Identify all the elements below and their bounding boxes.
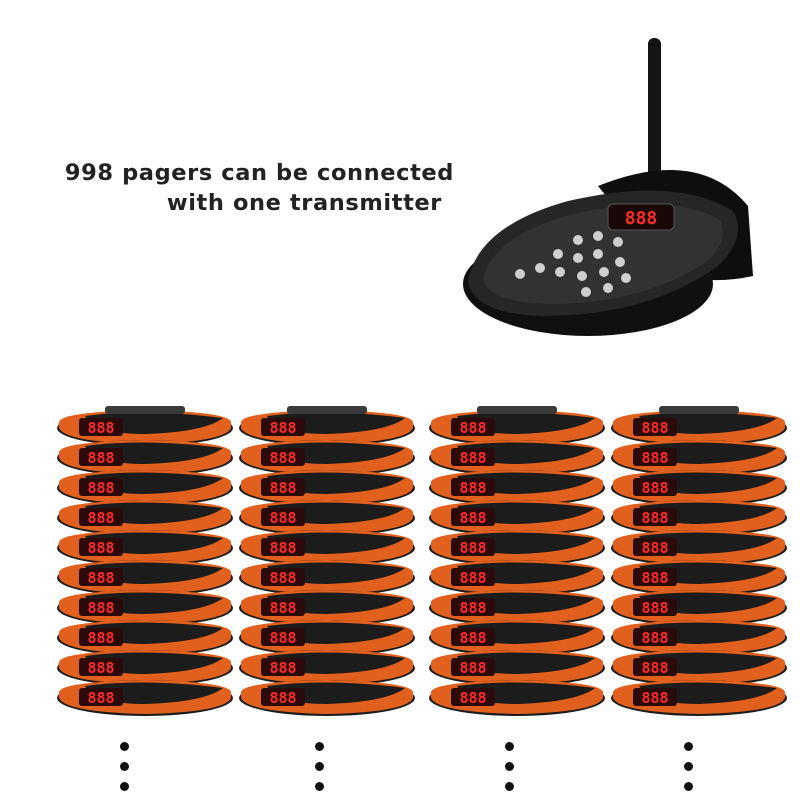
pager-icon: 888 xyxy=(239,406,415,446)
pager-display: 888 xyxy=(269,419,296,437)
pager-display: 888 xyxy=(459,629,486,647)
pager-icon: 888 xyxy=(429,560,605,596)
transmitter-display: 888 xyxy=(625,208,658,229)
pager-display: 888 xyxy=(87,449,114,467)
pager-display: 888 xyxy=(87,419,114,437)
headline: 998 pagers can be connected with one tra… xyxy=(0,158,460,218)
pager-icon: 888 xyxy=(57,500,233,536)
pager-icon: 888 xyxy=(57,620,233,656)
pager-icon: 888 xyxy=(429,530,605,566)
pager-display: 888 xyxy=(269,509,296,527)
pager-icon: 888 xyxy=(57,680,233,716)
pager-display: 888 xyxy=(87,599,114,617)
vertical-ellipsis-icon xyxy=(684,742,696,798)
pager-display: 888 xyxy=(641,509,668,527)
pager-icon: 888 xyxy=(57,440,233,476)
pager-icon: 888 xyxy=(429,680,605,716)
pager-display: 888 xyxy=(641,539,668,557)
pager-icon: 888 xyxy=(57,590,233,626)
pager-display: 888 xyxy=(641,689,668,707)
pager-display: 888 xyxy=(459,689,486,707)
pager-icon: 888 xyxy=(611,620,787,656)
pager-icon: 888 xyxy=(611,590,787,626)
pager-icon: 888 xyxy=(239,590,415,626)
pager-display: 888 xyxy=(641,659,668,677)
pager-icon: 888 xyxy=(239,620,415,656)
pager-stack: 888 888 888 888 888 888 888 888 888 888 xyxy=(55,400,235,740)
pager-display: 888 xyxy=(459,599,486,617)
pager-icon: 888 xyxy=(57,560,233,596)
pager-icon: 888 xyxy=(239,530,415,566)
pager-display: 888 xyxy=(87,629,114,647)
pager-icon: 888 xyxy=(429,650,605,686)
pager-icon: 888 xyxy=(57,406,233,446)
pager-icon: 888 xyxy=(429,590,605,626)
pager-display: 888 xyxy=(269,659,296,677)
pager-icon: 888 xyxy=(611,530,787,566)
pager-icon: 888 xyxy=(239,500,415,536)
pager-icon: 888 xyxy=(611,500,787,536)
pager-icon: 888 xyxy=(239,470,415,506)
pager-icon: 888 xyxy=(611,440,787,476)
pager-display: 888 xyxy=(269,599,296,617)
antenna-icon xyxy=(648,38,661,188)
pager-icon: 888 xyxy=(429,500,605,536)
pager-icon: 888 xyxy=(611,406,787,446)
pager-display: 888 xyxy=(87,479,114,497)
pager-stack: 888 888 888 888 888 888 888 888 888 888 xyxy=(427,400,607,740)
pager-display: 888 xyxy=(269,539,296,557)
pager-icon: 888 xyxy=(611,680,787,716)
transmitter-base-icon: 888 xyxy=(463,38,753,336)
pager-stack: 888 888 888 888 888 888 888 888 888 888 xyxy=(609,400,789,740)
pager-icon: 888 xyxy=(57,650,233,686)
pager-icon: 888 xyxy=(429,620,605,656)
pager-icon: 888 xyxy=(239,650,415,686)
pager-display: 888 xyxy=(459,479,486,497)
pager-display: 888 xyxy=(87,509,114,527)
pager-display: 888 xyxy=(269,449,296,467)
vertical-ellipsis-icon xyxy=(120,742,132,798)
pager-display: 888 xyxy=(641,449,668,467)
pager-display: 888 xyxy=(459,509,486,527)
pager-icon: 888 xyxy=(611,650,787,686)
pager-icon: 888 xyxy=(429,440,605,476)
headline-line-2: with one transmitter xyxy=(166,190,442,216)
vertical-ellipsis-icon xyxy=(505,742,517,798)
pager-display: 888 xyxy=(269,689,296,707)
pager-display: 888 xyxy=(459,539,486,557)
pager-icon: 888 xyxy=(429,406,605,446)
pager-display: 888 xyxy=(641,599,668,617)
pager-display: 888 xyxy=(87,569,114,587)
headline-line-1: 998 pagers can be connected xyxy=(64,160,454,186)
pager-icon: 888 xyxy=(611,560,787,596)
pager-display: 888 xyxy=(87,539,114,557)
pager-display: 888 xyxy=(269,569,296,587)
pager-display: 888 xyxy=(269,629,296,647)
pager-icon: 888 xyxy=(239,440,415,476)
pager-display: 888 xyxy=(459,449,486,467)
pager-icon: 888 xyxy=(239,560,415,596)
pager-display: 888 xyxy=(87,689,114,707)
pager-display: 888 xyxy=(641,569,668,587)
pager-display: 888 xyxy=(459,419,486,437)
pager-display: 888 xyxy=(459,569,486,587)
vertical-ellipsis-icon xyxy=(315,742,327,798)
pager-display: 888 xyxy=(641,419,668,437)
pager-stack: 888 888 888 888 888 888 888 888 888 888 xyxy=(237,400,417,740)
pager-display: 888 xyxy=(641,629,668,647)
pager-icon: 888 xyxy=(429,470,605,506)
pager-display: 888 xyxy=(459,659,486,677)
pager-icon: 888 xyxy=(239,680,415,716)
pager-icon: 888 xyxy=(611,470,787,506)
pager-display: 888 xyxy=(269,479,296,497)
pager-display: 888 xyxy=(87,659,114,677)
pager-icon: 888 xyxy=(57,530,233,566)
pager-display: 888 xyxy=(641,479,668,497)
pager-icon: 888 xyxy=(57,470,233,506)
